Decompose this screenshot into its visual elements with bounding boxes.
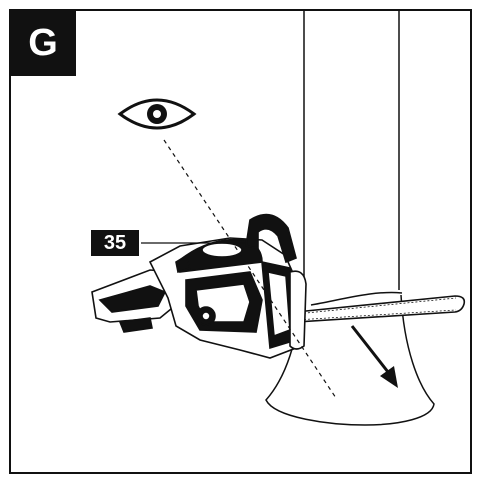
guide-bar [295,295,466,323]
callout-number-badge: 35 [91,230,139,256]
figure-border [9,9,472,474]
chainsaw-illustration [91,213,307,359]
eye-icon [117,98,197,130]
tree-trunk-illustration [265,10,435,426]
sight-line [163,139,337,399]
panel-label: G [10,10,76,76]
direction-arrow-icon [350,325,398,388]
